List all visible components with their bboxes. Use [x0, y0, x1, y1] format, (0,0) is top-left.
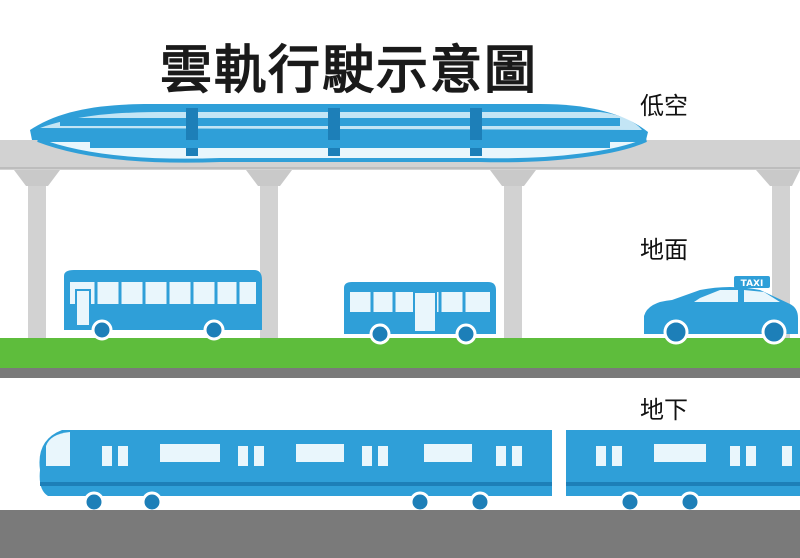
taxi-sign: TAXI: [741, 279, 764, 289]
sky-rail-train: [30, 104, 648, 163]
taxi: TAXI: [644, 276, 798, 345]
metro-car-1-windows: [102, 444, 522, 466]
diagram-title: 雲軌行駛示意圖: [160, 40, 539, 101]
pillar-3: [490, 170, 536, 338]
bus-1: [64, 270, 262, 341]
underground-track-bed: [0, 510, 800, 558]
metro-wheels: [83, 491, 701, 513]
bus-2: [344, 282, 496, 345]
pillar-2: [246, 170, 292, 338]
label-underground: 地下: [640, 396, 688, 424]
pillar-1: [14, 170, 60, 338]
label-low-altitude: 低空: [640, 92, 688, 120]
ground-surface: [0, 338, 800, 378]
metro-car-2-windows: [596, 444, 792, 466]
label-ground: 地面: [640, 236, 688, 264]
underground-metro: [39, 430, 800, 513]
